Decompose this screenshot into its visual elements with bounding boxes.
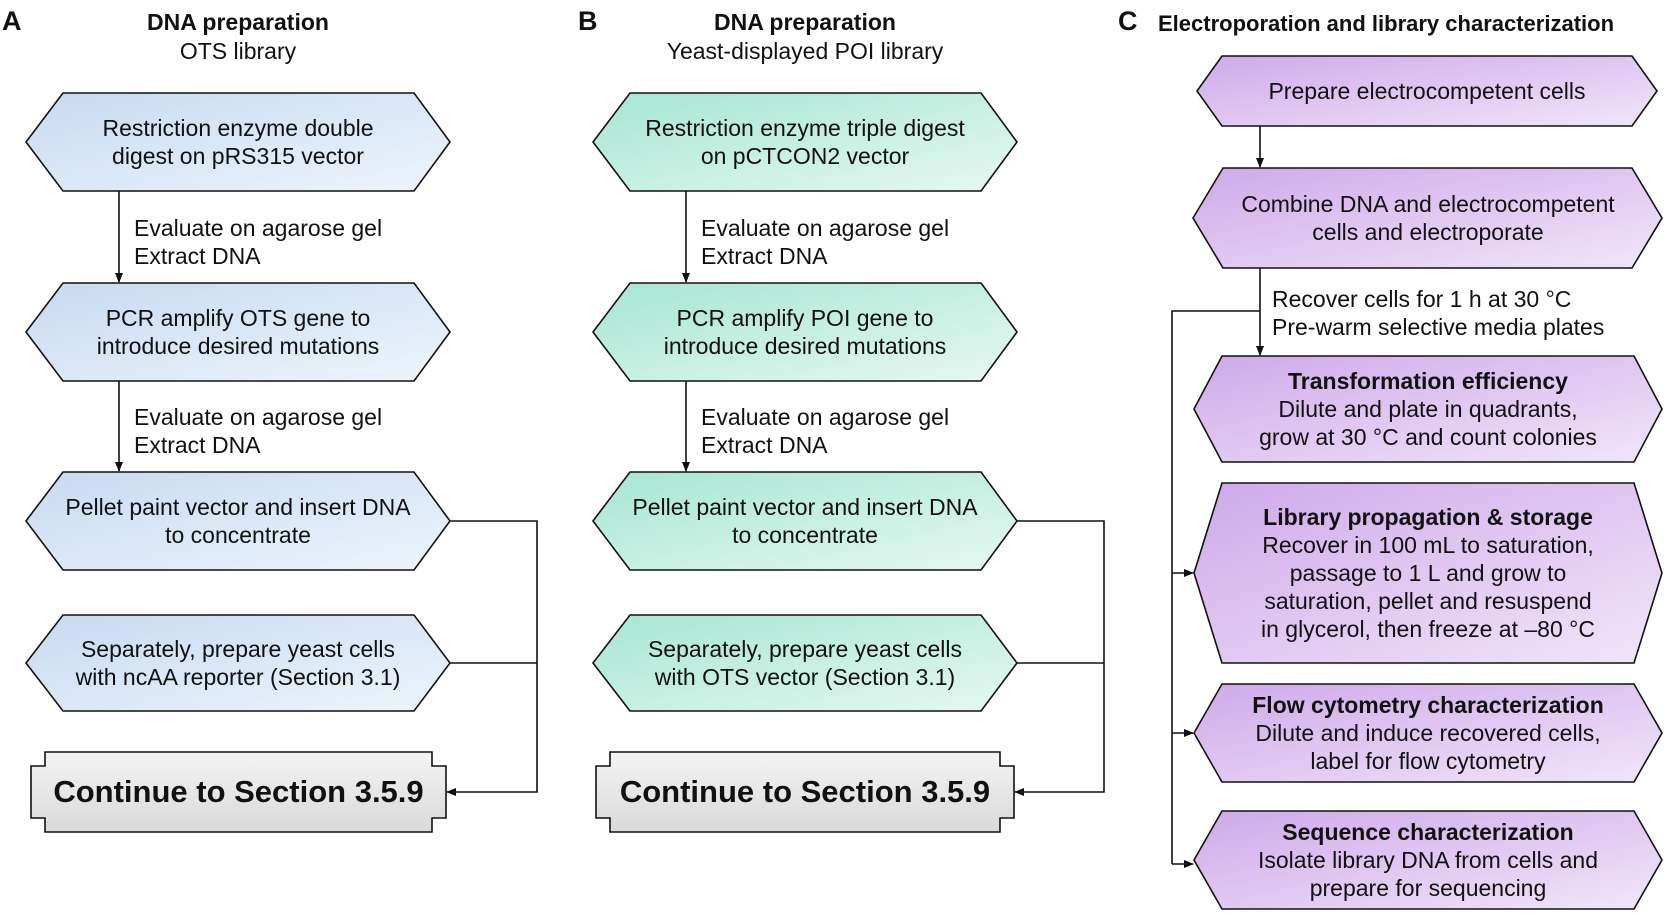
step-a-3-line2: to concentrate: [165, 522, 311, 548]
panel-c-title: Electroporation and library characteriza…: [1158, 9, 1674, 38]
branch-flow-cytometry: Flow cytometry characterization Dilute a…: [1208, 684, 1648, 782]
final-b: Continue to Section 3.5.9: [619, 774, 991, 809]
step-b-2-line1: PCR amplify POI gene to: [676, 305, 934, 331]
branch-sequence-characterization: Sequence characterization Isolate librar…: [1208, 811, 1648, 909]
branch-1-line2: grow at 30 °C and count colonies: [1259, 424, 1597, 450]
branch-library-propagation: Library propagation & storage Recover in…: [1208, 483, 1648, 663]
note-a-2: Evaluate on agarose gel Extract DNA: [134, 403, 382, 459]
step-a-4: Separately, prepare yeast cells with ncA…: [40, 615, 436, 711]
panel-a-title: DNA preparation OTS library: [88, 8, 388, 66]
branch-3-heading: Flow cytometry characterization: [1252, 692, 1604, 718]
panel-b-title: DNA preparation Yeast-displayed POI libr…: [625, 8, 985, 66]
branch-2-line2: passage to 1 L and grow to: [1289, 560, 1567, 586]
final-box-b: [595, 751, 1015, 833]
note-b-2-line1: Evaluate on agarose gel: [701, 404, 950, 430]
panel-b-subtitle: Yeast-displayed POI library: [666, 38, 944, 64]
step-a-1-line1: Restriction enzyme double: [102, 115, 374, 141]
final-box-a: [30, 751, 447, 833]
branch-4-heading: Sequence characterization: [1282, 819, 1574, 845]
branch-transformation-efficiency: Transformation efficiency Dilute and pla…: [1208, 356, 1648, 462]
panel-letter-c: C: [1118, 6, 1138, 36]
note-b-1: Evaluate on agarose gel Extract DNA: [701, 214, 949, 270]
panel-c-title-text: Electroporation and library characteriza…: [1158, 11, 1615, 36]
hex-c-2: [1192, 167, 1663, 269]
final-a: Continue to Section 3.5.9: [53, 774, 424, 809]
hex-a-2: [24, 282, 451, 382]
step-a-1: Restriction enzyme double digest on pRS3…: [40, 93, 436, 191]
step-b-3: Pellet paint vector and insert DNA to co…: [603, 472, 1007, 570]
step-c-2: Combine DNA and electrocompetent cells a…: [1212, 168, 1644, 268]
step-b-3-line1: Pellet paint vector and insert DNA: [632, 494, 978, 520]
panel-b-title-text: DNA preparation: [714, 9, 896, 35]
panel-letter-b: B: [578, 6, 598, 36]
hex-c-3: [1193, 355, 1663, 463]
branch-1-line1: Dilute and plate in quadrants,: [1278, 396, 1578, 422]
hex-c-5: [1193, 683, 1663, 783]
branch-2-line1: Recover in 100 mL to saturation,: [1262, 532, 1594, 558]
step-a-4-line1: Separately, prepare yeast cells: [80, 636, 396, 662]
step-b-4: Separately, prepare yeast cells with OTS…: [607, 615, 1003, 711]
step-c-2-line2: cells and electroporate: [1312, 219, 1544, 245]
step-c-2-line1: Combine DNA and electrocompetent: [1241, 191, 1615, 217]
note-a-1-line2: Extract DNA: [134, 243, 261, 269]
step-a-1-line2: digest on pRS315 vector: [112, 143, 364, 169]
branch-2-line4: in glycerol, then freeze at –80 °C: [1261, 616, 1595, 642]
step-c-1: Prepare electrocompetent cells: [1215, 56, 1639, 126]
hex-a-1: [24, 92, 451, 192]
step-a-3-line1: Pellet paint vector and insert DNA: [65, 494, 411, 520]
step-b-2-line2: introduce desired mutations: [663, 333, 947, 359]
note-b-2: Evaluate on agarose gel Extract DNA: [701, 403, 949, 459]
note-b-2-line2: Extract DNA: [701, 432, 828, 458]
note-a-2-line2: Extract DNA: [134, 432, 261, 458]
step-a-3: Pellet paint vector and insert DNA to co…: [36, 472, 440, 570]
note-c: Recover cells for 1 h at 30 °C Pre-warm …: [1272, 285, 1604, 341]
step-b-4-line2: with OTS vector (Section 3.1): [654, 664, 956, 690]
panel-a-title-text: DNA preparation: [147, 9, 329, 35]
hex-b-1: [591, 92, 1018, 192]
hex-c-6: [1193, 810, 1663, 910]
panel-letter-a: A: [2, 6, 22, 36]
step-a-2: PCR amplify OTS gene to introduce desire…: [40, 283, 436, 381]
step-a-2-line2: introduce desired mutations: [96, 333, 380, 359]
note-a-1-line1: Evaluate on agarose gel: [134, 215, 383, 241]
step-b-2: PCR amplify POI gene to introduce desire…: [607, 283, 1003, 381]
note-a-2-line1: Evaluate on agarose gel: [134, 404, 383, 430]
note-a-1: Evaluate on agarose gel Extract DNA: [134, 214, 382, 270]
step-b-1-line1: Restriction enzyme triple digest: [645, 115, 965, 141]
branch-2-heading: Library propagation & storage: [1263, 504, 1593, 530]
step-b-1: Restriction enzyme triple digest on pCTC…: [607, 93, 1003, 191]
hex-b-2: [591, 282, 1018, 382]
branch-4-line1: Isolate library DNA from cells and: [1257, 847, 1598, 873]
note-b-1-line2: Extract DNA: [701, 243, 828, 269]
note-c-line2: Pre-warm selective media plates: [1272, 314, 1605, 340]
branch-4-line2: prepare for sequencing: [1309, 875, 1547, 901]
hex-c-4: [1193, 482, 1663, 664]
step-b-4-line1: Separately, prepare yeast cells: [647, 636, 963, 662]
note-b-1-line1: Evaluate on agarose gel: [701, 215, 950, 241]
step-b-3-line2: to concentrate: [732, 522, 878, 548]
branch-3-line2: label for flow cytometry: [1310, 748, 1546, 774]
panel-a-subtitle: OTS library: [179, 38, 297, 64]
note-c-line1: Recover cells for 1 h at 30 °C: [1272, 286, 1572, 312]
step-a-2-line1: PCR amplify OTS gene to: [105, 305, 371, 331]
branch-1-heading: Transformation efficiency: [1288, 368, 1568, 394]
step-b-1-line2: on pCTCON2 vector: [700, 143, 910, 169]
step-c-1-text: Prepare electrocompetent cells: [1268, 78, 1586, 104]
branch-3-line1: Dilute and induce recovered cells,: [1255, 720, 1601, 746]
branch-2-line3: saturation, pellet and resuspend: [1264, 588, 1592, 614]
step-a-4-line2: with ncAA reporter (Section 3.1): [75, 664, 401, 690]
hex-c-1: [1196, 55, 1658, 127]
